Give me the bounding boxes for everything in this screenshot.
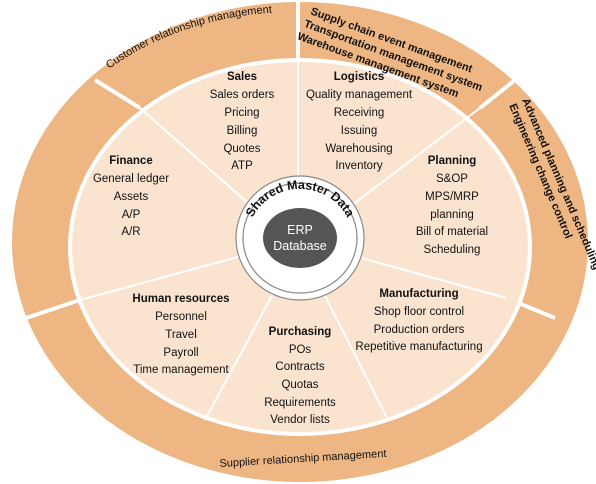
section-logistics: Logistics Quality management Receiving I… bbox=[306, 71, 413, 172]
section-item: Production orders bbox=[374, 324, 465, 336]
separator-logistics-planning bbox=[342, 107, 481, 213]
separator-crm-left bbox=[93, 78, 142, 110]
section-item: Scheduling bbox=[424, 244, 481, 256]
section-human-resources: Human resources Personnel Travel Payroll… bbox=[132, 293, 229, 376]
section-item: Contracts bbox=[275, 361, 324, 373]
section-item: Time management bbox=[133, 364, 229, 376]
section-item: Sales orders bbox=[210, 89, 275, 101]
separator-srm-crm bbox=[19, 298, 81, 322]
section-item: A/P bbox=[122, 209, 141, 221]
section-title: Sales bbox=[227, 71, 257, 83]
section-title: Planning bbox=[428, 155, 477, 167]
section-sales: Sales Sales orders Pricing Billing Quote… bbox=[210, 71, 275, 172]
separator-hr-finance bbox=[79, 254, 246, 301]
section-item: S&OP bbox=[436, 173, 468, 185]
section-item: A/R bbox=[121, 226, 140, 238]
section-item: Assets bbox=[114, 191, 149, 203]
section-item: Personnel bbox=[155, 311, 207, 323]
separator-planning-manufacturing bbox=[353, 255, 507, 299]
section-item: Warehousing bbox=[325, 143, 392, 155]
section-manufacturing: Manufacturing Shop floor control Product… bbox=[355, 288, 482, 353]
section-item: Bill of material bbox=[416, 226, 488, 238]
separator-manufacturing-purchasing bbox=[321, 289, 389, 421]
section-title: Human resources bbox=[132, 293, 229, 305]
section-item: planning bbox=[430, 209, 473, 221]
section-item: Travel bbox=[165, 329, 197, 341]
section-item: Quality management bbox=[306, 89, 413, 101]
separator-purchasing-hr bbox=[204, 289, 276, 421]
separator-finance-sales bbox=[139, 107, 259, 213]
section-title: Finance bbox=[109, 155, 152, 167]
section-item: General ledger bbox=[93, 173, 169, 185]
section-item: Payroll bbox=[163, 347, 198, 359]
section-item: POs bbox=[289, 344, 312, 356]
erp-db-line-1: ERP bbox=[287, 223, 313, 237]
separator-scm-aps bbox=[478, 74, 522, 110]
erp-database-disc bbox=[263, 208, 337, 268]
section-item: Receiving bbox=[334, 107, 385, 119]
section-purchasing: Purchasing POs Contracts Quotas Requirem… bbox=[264, 326, 336, 426]
section-finance: Finance General ledger Assets A/P A/R bbox=[93, 155, 169, 238]
section-title: Manufacturing bbox=[379, 288, 458, 300]
section-item: Vendor lists bbox=[270, 414, 330, 426]
section-item: Quotas bbox=[281, 379, 318, 391]
section-item: ATP bbox=[231, 160, 253, 172]
section-item: Pricing bbox=[224, 107, 259, 119]
section-item: Inventory bbox=[335, 160, 383, 172]
section-item: Quotes bbox=[223, 143, 260, 155]
section-item: MPS/MRP bbox=[425, 191, 479, 203]
section-item: Issuing bbox=[341, 125, 377, 137]
section-item: Requirements bbox=[264, 397, 336, 409]
inner-separators bbox=[79, 60, 507, 421]
erp-db-line-2: Database bbox=[273, 239, 327, 253]
section-item: Repetitive manufacturing bbox=[355, 341, 482, 353]
section-item: Shop floor control bbox=[374, 306, 464, 318]
section-title: Purchasing bbox=[269, 326, 332, 338]
section-title: Logistics bbox=[334, 71, 384, 83]
section-item: Billing bbox=[227, 125, 258, 137]
section-planning: Planning S&OP MPS/MRP planning Bill of m… bbox=[416, 155, 488, 256]
